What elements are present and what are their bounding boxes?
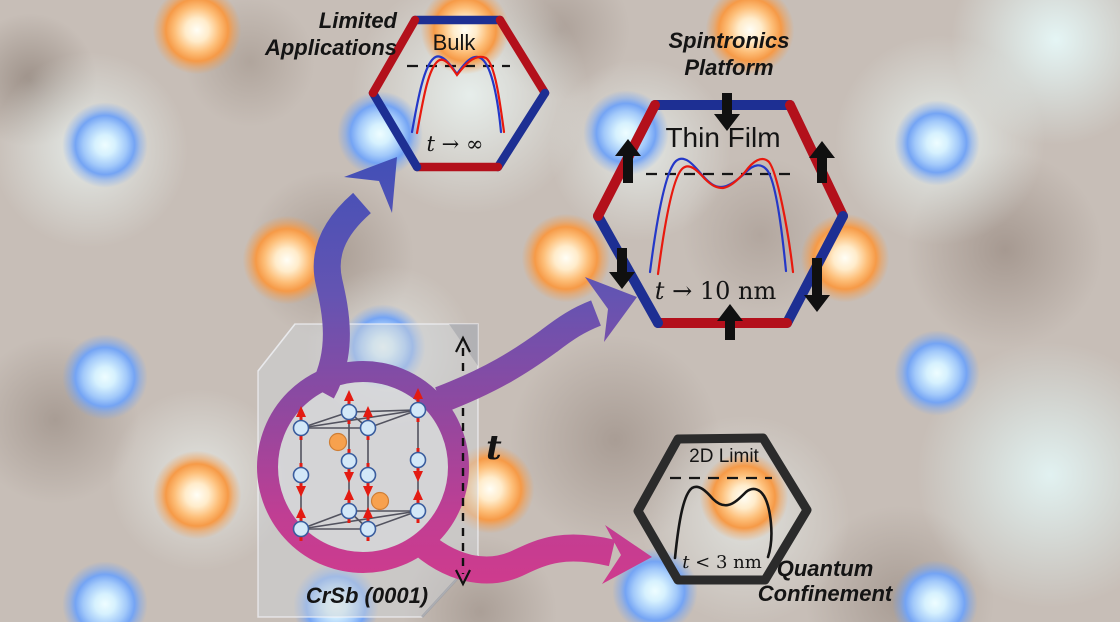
thin-film-band-spin-down: [656, 157, 795, 276]
arrow-to-2d-head: [602, 525, 652, 584]
arrow-to-bulk-head: [344, 157, 397, 213]
thin-film-thickness-caption: t → 10 nm: [633, 277, 798, 305]
quantum-confinement-label: Quantum Confinement: [740, 556, 910, 606]
bulk-band-spin-down: [415, 55, 506, 135]
flow-arrows: [309, 157, 652, 584]
crystal-structure: [292, 388, 427, 541]
limited-line1: Limited: [318, 8, 397, 33]
arrow-to-bulk-stem: [309, 192, 372, 399]
spintronics-platform-label: Spintronics Platform: [629, 27, 829, 81]
thin-film-band-spin-up: [648, 157, 788, 274]
bulk-caption-value: ∞: [465, 132, 484, 156]
thickness-label: t: [486, 428, 502, 468]
thickness-arrow-bottom-tip: [455, 569, 471, 587]
thin-film-caption-sep: →: [664, 277, 700, 305]
arrow-to-thin-film-stem: [435, 300, 602, 413]
flux-arrow-bottom-up: [717, 304, 743, 340]
two-d-thickness-caption: t < 3 nm: [672, 552, 772, 573]
cr-atoms: [292, 401, 427, 538]
magnifier-ring: [257, 361, 469, 573]
flux-arrow-upper-left-up: [615, 139, 641, 183]
two-d-hexagon: [633, 433, 812, 585]
surface-spin-arrows: [609, 93, 835, 340]
two-d-caption-sep: <: [689, 552, 716, 573]
arrow-to-2d-stem: [406, 527, 616, 584]
limited-applications-label: Limited Applications: [227, 7, 397, 61]
spintronics-line1: Spintronics: [668, 28, 790, 53]
two-d-band: [673, 485, 773, 560]
two-d-caption-value: 3 nm: [715, 552, 762, 573]
quantum-line1: Quantum: [776, 556, 874, 581]
bulk-title: Bulk: [432, 30, 476, 55]
bulk-caption-t: t: [426, 132, 435, 156]
bulk-hexagon: [368, 15, 550, 172]
slab-left-fold: [257, 323, 296, 372]
thin-film-hexagon: [593, 93, 848, 340]
bulk-thickness-caption: t → ∞: [405, 132, 505, 156]
two-d-caption-t: t: [682, 552, 690, 573]
flux-arrow-lower-left-down: [609, 248, 635, 289]
crystal-label: CrSb (0001): [305, 583, 429, 608]
flux-arrow-lower-right-down: [804, 258, 830, 312]
two-d-title: 2D Limit: [689, 446, 759, 467]
arrow-to-thin-film-head: [585, 277, 637, 342]
thickness-arrow-top-tip: [455, 335, 471, 353]
limited-line2: Applications: [264, 35, 397, 60]
sb-atoms: [328, 432, 390, 511]
flux-arrow-upper-right-up: [809, 141, 835, 183]
slab-top-fold: [449, 324, 478, 366]
bulk-caption-sep: →: [435, 132, 466, 156]
quantum-line2: Confinement: [757, 581, 893, 606]
thin-film-caption-t: t: [654, 277, 665, 305]
thin-film-title: Thin Film: [665, 122, 781, 153]
thin-film-caption-value: 10 nm: [699, 277, 777, 305]
flux-arrow-top-down: [714, 93, 740, 131]
arrow-to-thin-film: [435, 277, 637, 413]
spintronics-line2: Platform: [684, 55, 774, 80]
